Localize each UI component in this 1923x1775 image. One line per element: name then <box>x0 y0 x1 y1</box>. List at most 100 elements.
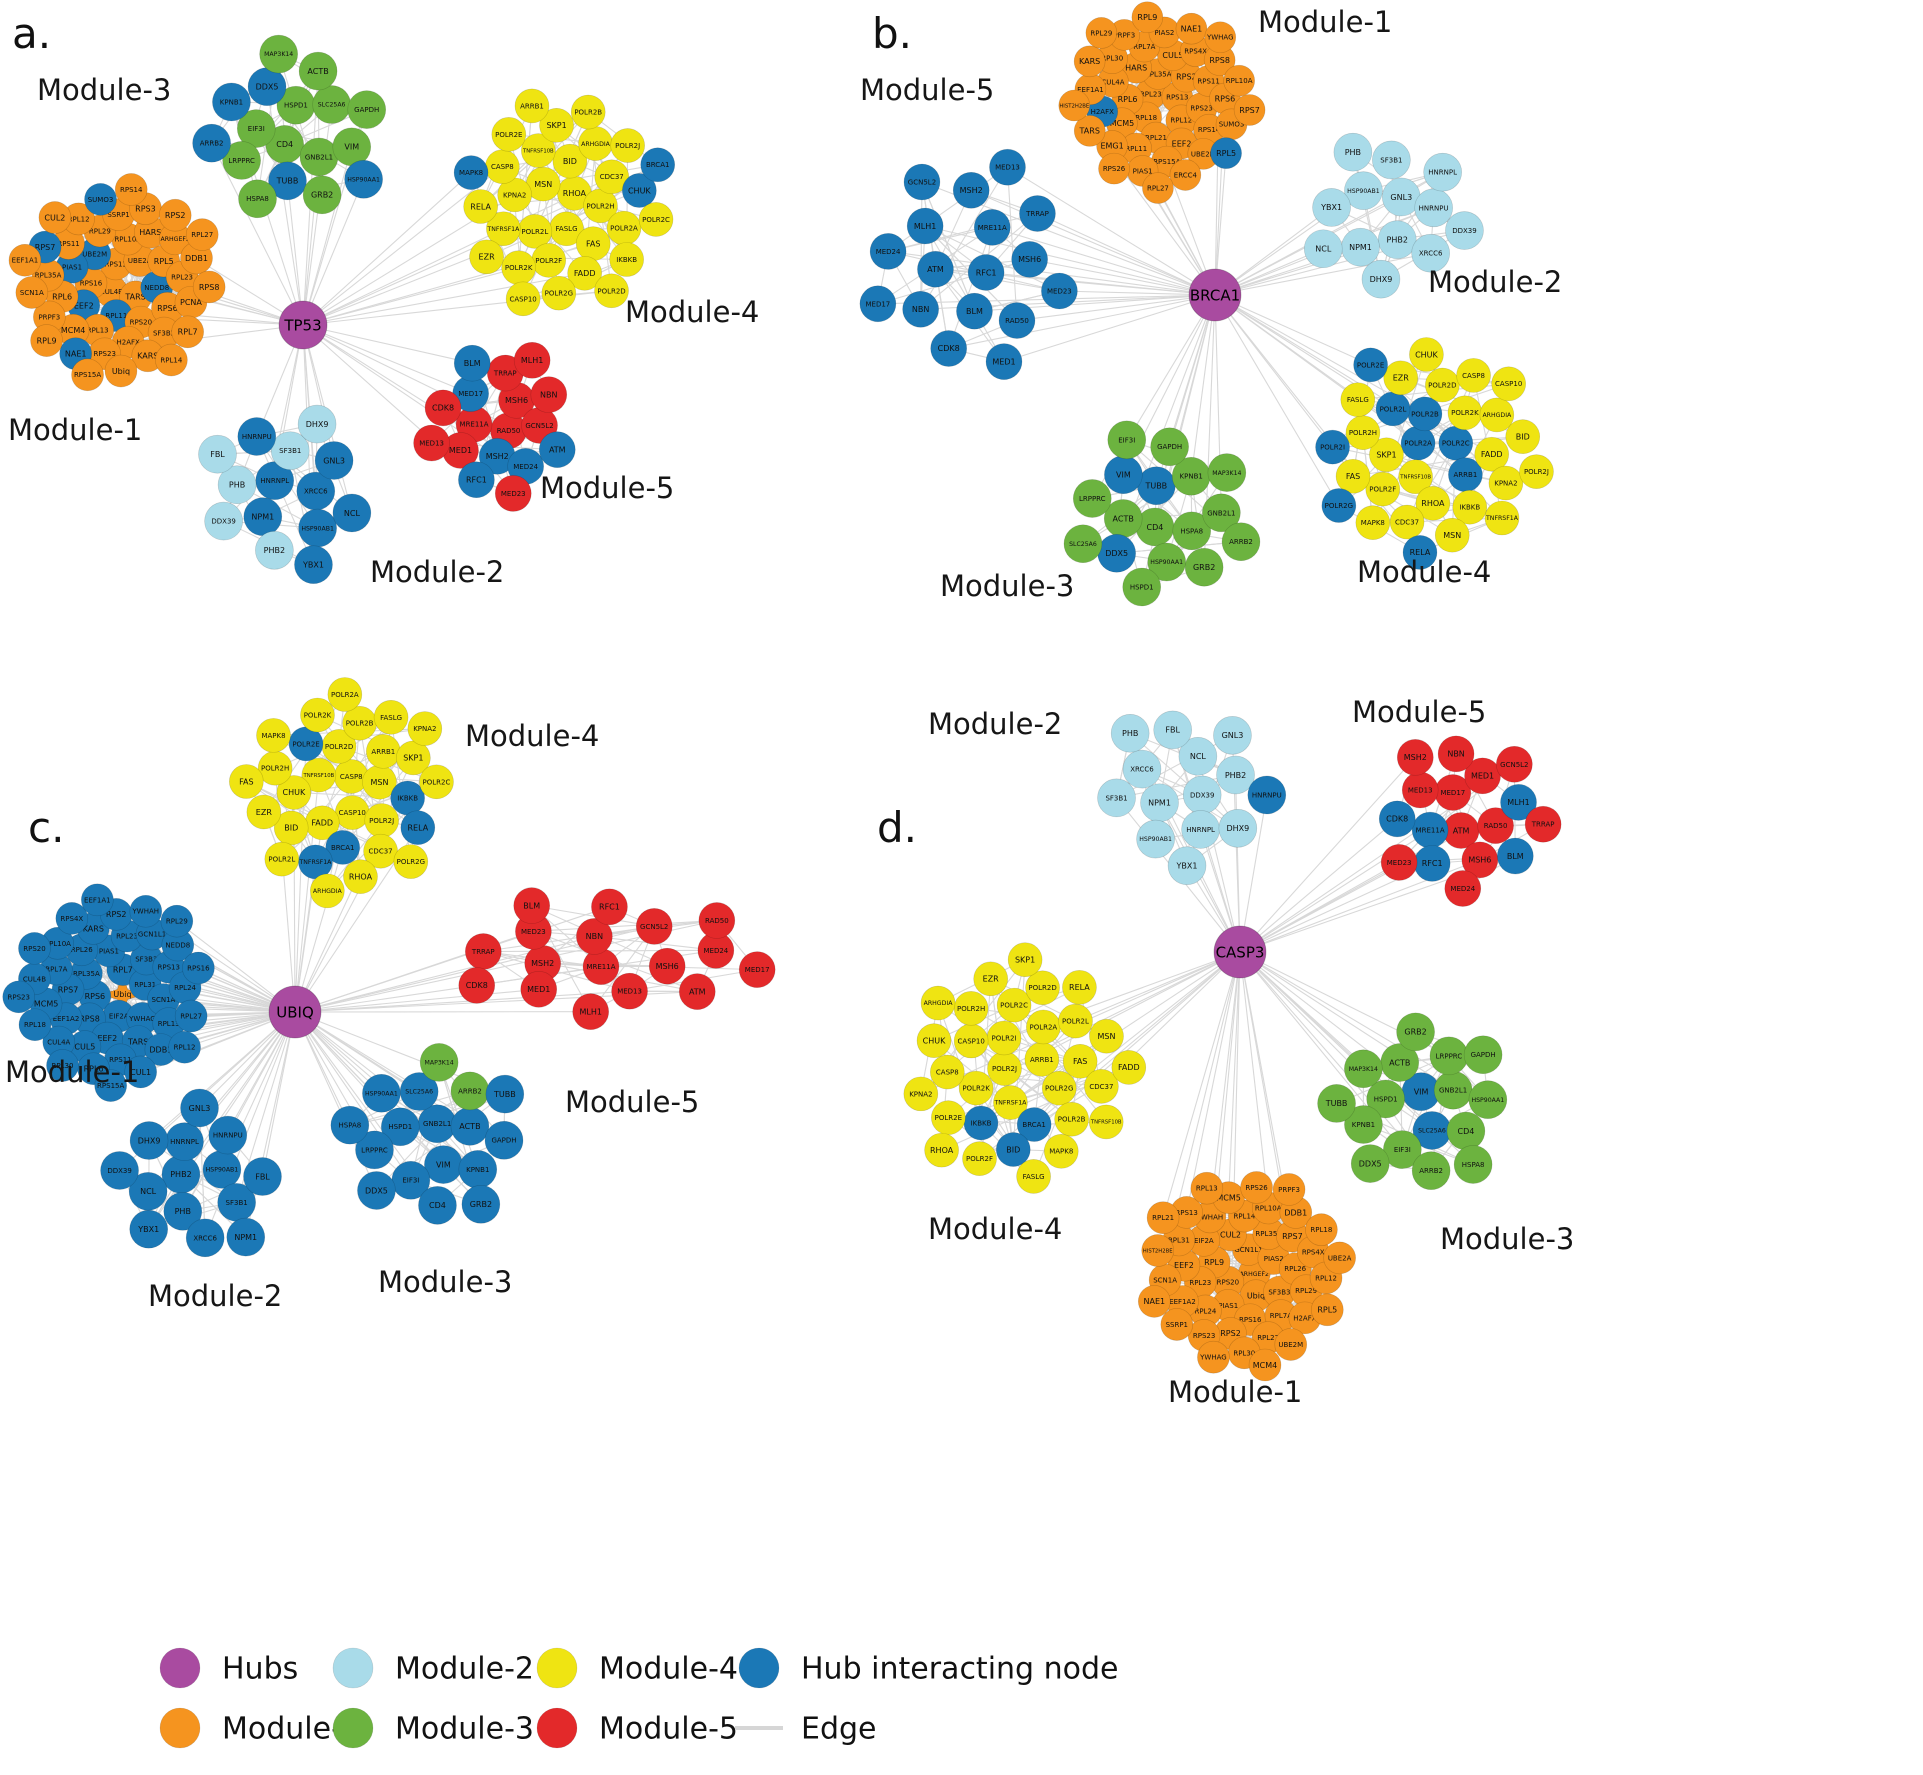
node-RPL7[interactable] <box>171 315 204 349</box>
node-MLH1[interactable] <box>513 342 551 379</box>
node-ARRB2[interactable] <box>1411 1151 1451 1190</box>
node-SSRP1[interactable] <box>1160 1308 1194 1341</box>
node-HNRNPU[interactable] <box>208 1115 248 1155</box>
node-HNRNPU[interactable] <box>1247 775 1287 815</box>
node-POLR2L[interactable] <box>264 841 300 877</box>
node-CDK8[interactable] <box>458 967 496 1004</box>
node-DDX39[interactable] <box>204 501 243 541</box>
node-CASP10[interactable] <box>1491 366 1526 402</box>
node-MSN[interactable] <box>1089 1018 1124 1054</box>
node-MAPK8[interactable] <box>256 718 291 753</box>
node-POLR2D[interactable] <box>1425 367 1460 403</box>
node-RPS4X[interactable] <box>55 902 89 935</box>
node-MSN[interactable] <box>1434 517 1470 553</box>
node-MSH2[interactable] <box>952 171 990 209</box>
node-SKP1[interactable] <box>1007 942 1043 978</box>
node-BLM[interactable] <box>1496 837 1534 875</box>
node-YBX1[interactable] <box>129 1209 169 1249</box>
node-MED23[interactable] <box>1041 272 1078 310</box>
node-DDX5[interactable] <box>1350 1144 1390 1183</box>
node-RPS14[interactable] <box>114 173 148 206</box>
node-TNFRSF10B[interactable] <box>301 757 337 793</box>
node-CUL1[interactable] <box>124 1055 157 1089</box>
node-EZR[interactable] <box>246 794 282 830</box>
node-XRCC6[interactable] <box>1122 749 1162 789</box>
node-CDK8[interactable] <box>1378 800 1416 838</box>
node-RPS15A[interactable] <box>94 1069 127 1102</box>
hub-node-TP53[interactable] <box>278 300 328 350</box>
node-GCN5L2[interactable] <box>1496 746 1533 783</box>
node-POLR2C[interactable] <box>419 764 454 800</box>
node-RAD50[interactable] <box>698 902 736 939</box>
node-LRPPRC[interactable] <box>1072 479 1112 518</box>
node-MED23[interactable] <box>494 475 532 512</box>
node-HSPA8[interactable] <box>238 179 277 219</box>
node-MED13[interactable] <box>611 972 648 1010</box>
node-RPS15A[interactable] <box>71 358 104 392</box>
node-CDK8[interactable] <box>930 330 967 367</box>
node-ARHGDIA[interactable] <box>310 873 345 909</box>
node-HSPA8[interactable] <box>1453 1145 1493 1184</box>
node-POLR2G[interactable] <box>541 275 577 311</box>
node-FASLG[interactable] <box>373 699 409 735</box>
node-BID[interactable] <box>552 143 588 179</box>
node-UBE2M[interactable] <box>1274 1328 1308 1361</box>
node-YWHAG[interactable] <box>1204 21 1237 54</box>
node-MED24[interactable] <box>1444 870 1482 907</box>
node-BLM[interactable] <box>453 344 491 382</box>
node-CHUK[interactable] <box>1409 337 1444 372</box>
node-POLR2L[interactable] <box>1058 1003 1093 1039</box>
node-SUMO3[interactable] <box>84 183 117 216</box>
node-RPS26[interactable] <box>1240 1171 1273 1204</box>
node-RPL12[interactable] <box>168 1030 201 1064</box>
node-BRCA1[interactable] <box>325 830 361 865</box>
node-RPL18[interactable] <box>18 1008 52 1042</box>
node-MED24[interactable] <box>869 233 907 270</box>
node-POLR2F[interactable] <box>962 1141 997 1176</box>
node-POLR2E[interactable] <box>491 117 527 152</box>
node-POLR2C[interactable] <box>638 202 674 237</box>
node-FADD[interactable] <box>567 255 602 291</box>
node-MAP3K14[interactable] <box>259 34 298 74</box>
node-SF3B1[interactable] <box>1097 778 1136 818</box>
node-BRCA1[interactable] <box>640 147 676 183</box>
node-MAPK8[interactable] <box>1355 505 1391 540</box>
node-PHB[interactable] <box>1110 713 1150 753</box>
node-POLR2G[interactable] <box>393 844 429 879</box>
node-HSP90AB1[interactable] <box>1136 819 1175 859</box>
node-EEF1A1[interactable] <box>8 243 42 277</box>
node-SKP1[interactable] <box>539 107 574 143</box>
node-RPL30[interactable] <box>46 1049 79 1082</box>
node-NCL[interactable] <box>332 493 372 533</box>
node-GRB2[interactable] <box>302 175 342 215</box>
node-ARRB2[interactable] <box>1221 522 1261 562</box>
node-MSH6[interactable] <box>1011 241 1048 278</box>
node-CASP10[interactable] <box>505 281 541 317</box>
node-FBL[interactable] <box>243 1157 282 1196</box>
node-TNFRSF1A[interactable] <box>486 211 521 247</box>
node-POLR2K[interactable] <box>958 1070 994 1106</box>
node-ARRB2[interactable] <box>192 123 231 163</box>
node-RPS16[interactable] <box>182 951 215 985</box>
node-DHX9[interactable] <box>1361 259 1401 299</box>
node-HSPA8[interactable] <box>1172 511 1212 551</box>
node-NBN[interactable] <box>1437 735 1475 773</box>
node-NPM1[interactable] <box>226 1217 266 1257</box>
node-HSP90AA1[interactable] <box>1147 542 1186 582</box>
node-EIF3I[interactable] <box>1107 420 1147 460</box>
node-ERCC4[interactable] <box>1169 159 1202 191</box>
node-RPL9[interactable] <box>1131 1 1164 34</box>
node-PRPF3[interactable] <box>1272 1173 1306 1206</box>
node-DHX9[interactable] <box>129 1121 169 1160</box>
node-BLM[interactable] <box>956 292 993 330</box>
node-POLR2G[interactable] <box>1041 1070 1077 1106</box>
node-IKBKB[interactable] <box>609 242 644 277</box>
node-FBL[interactable] <box>1153 710 1193 750</box>
node-MCM4[interactable] <box>1248 1348 1282 1382</box>
node-HSP90AA1[interactable] <box>1468 1080 1508 1119</box>
node-FBL[interactable] <box>198 434 237 474</box>
node-ARHGDIA[interactable] <box>1479 397 1515 433</box>
node-YWHAH[interactable] <box>129 894 163 928</box>
hub-node-CASP3[interactable] <box>1213 925 1267 979</box>
node-POLR2E[interactable] <box>1353 347 1388 383</box>
